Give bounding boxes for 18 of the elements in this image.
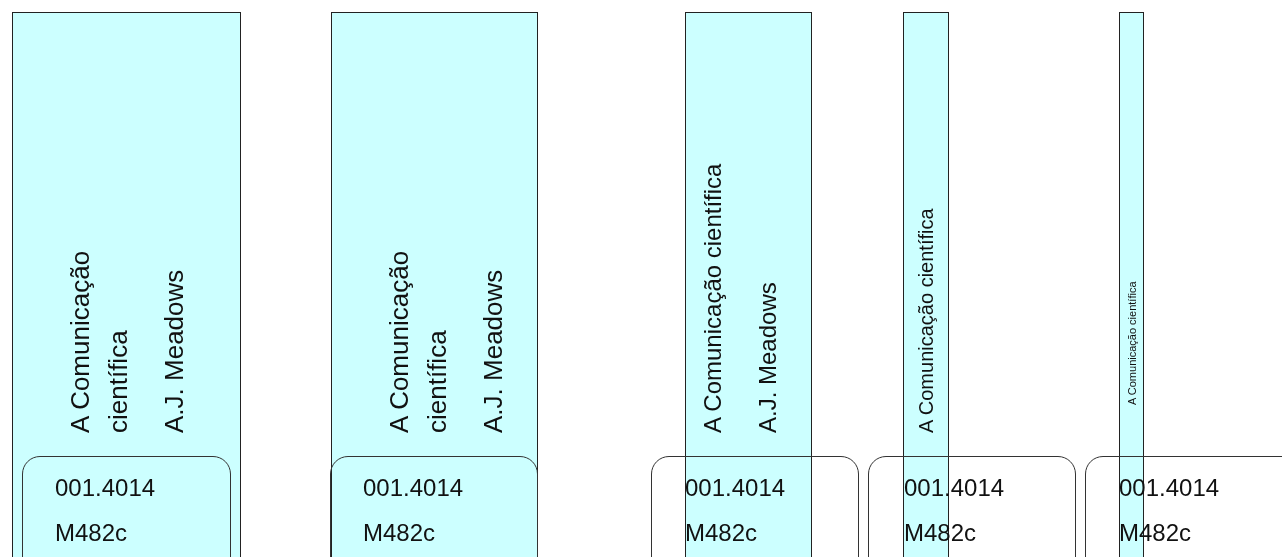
author-name: A.J. Meadows xyxy=(158,268,190,433)
call-number: 001.4014 M482c xyxy=(685,473,787,548)
call-number-label xyxy=(22,456,231,557)
author-name: A.J. Meadows xyxy=(753,281,782,433)
book-title: A Comunicação científica xyxy=(383,249,453,433)
call-number-label xyxy=(868,456,1076,557)
book-title: A Comunicação científica xyxy=(1125,280,1139,405)
call-number: 001.4014 M482c xyxy=(363,473,465,548)
book-title: A Comunicação científica xyxy=(914,207,938,433)
call-number: 001.4014 M482c xyxy=(55,473,157,548)
book-title: A Comunicação científica xyxy=(698,162,727,433)
book-spine xyxy=(685,12,812,557)
author-name: A.J. Meadows xyxy=(477,268,509,433)
book-spine xyxy=(12,12,241,557)
call-number-label xyxy=(651,456,859,557)
book-title: A Comunicação científica xyxy=(64,249,134,433)
book-spine xyxy=(331,12,538,557)
call-number-label xyxy=(330,456,538,557)
